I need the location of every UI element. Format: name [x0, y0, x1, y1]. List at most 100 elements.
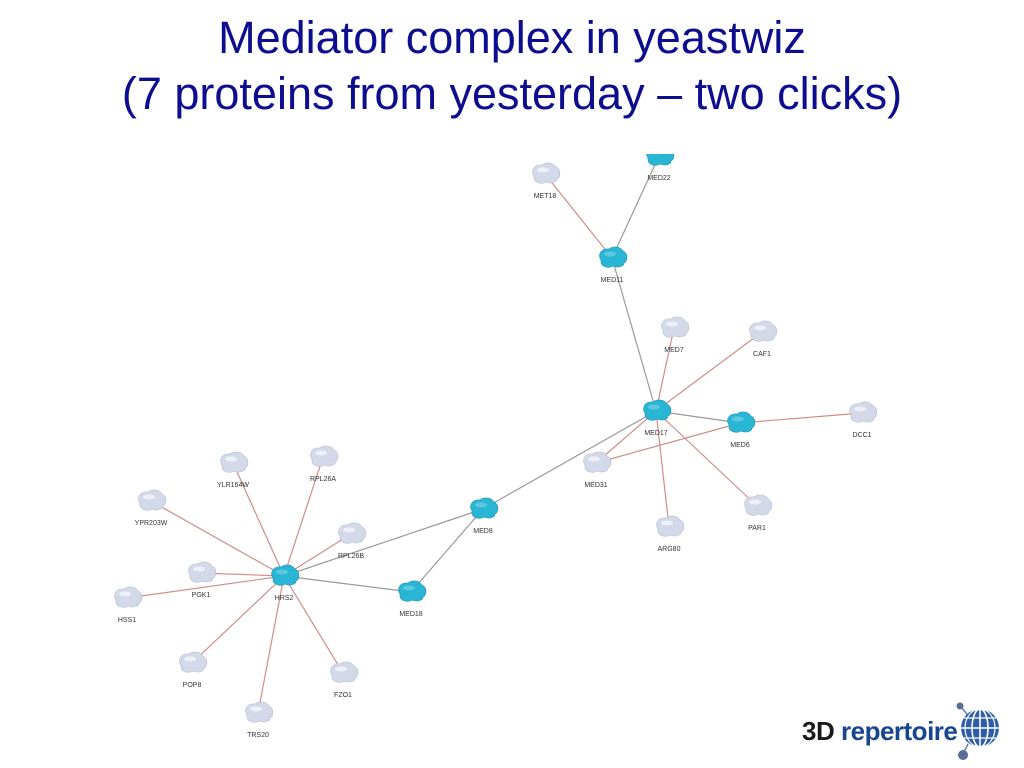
- protein-node-med31[interactable]: MED31: [583, 451, 612, 489]
- protein-node-rpl26b[interactable]: RPL26B: [338, 522, 367, 560]
- protein-node-trs20[interactable]: TRS20: [245, 701, 274, 739]
- protein-node-med7[interactable]: MED7: [661, 316, 690, 354]
- protein-node-med8[interactable]: MED8: [470, 497, 499, 535]
- logo-repertoire-text: repertoire: [840, 716, 958, 746]
- edge-med7-med17: [655, 327, 675, 412]
- protein-highlight: [343, 527, 355, 533]
- protein-highlight: [403, 585, 415, 591]
- edge-med6-dcc1: [739, 412, 863, 424]
- protein-highlight: [653, 154, 661, 155]
- edge-med8-med18: [410, 508, 484, 593]
- protein-label: PGK1: [192, 592, 211, 599]
- protein-highlight: [193, 566, 205, 572]
- protein-shape: [271, 564, 300, 586]
- protein-node-rpl26a[interactable]: RPL26A: [310, 445, 339, 483]
- protein-highlight: [749, 499, 761, 505]
- protein-label: YPR203W: [135, 520, 168, 527]
- protein-label: RPL26B: [338, 553, 364, 560]
- protein-shape: [849, 401, 878, 423]
- edge-met18-med11: [544, 173, 613, 259]
- protein-highlight: [732, 416, 744, 422]
- protein-shape: [338, 522, 367, 544]
- protein-node-arg80[interactable]: ARG80: [656, 515, 685, 553]
- protein-node-par1[interactable]: PAR1: [744, 494, 773, 532]
- protein-shape: [310, 445, 339, 467]
- protein-label: POP8: [183, 682, 202, 689]
- protein-shape: [330, 661, 359, 683]
- edge-med17-par1: [655, 410, 758, 507]
- protein-shape: [583, 451, 612, 473]
- protein-label: MED7: [664, 347, 684, 354]
- protein-node-met18[interactable]: MET18: [532, 162, 561, 200]
- protein-shape: [599, 246, 628, 268]
- protein-highlight: [666, 321, 678, 327]
- protein-node-ylr164w[interactable]: YLR164W: [217, 451, 249, 489]
- edge-hrs2-fzo1: [283, 575, 344, 674]
- edge-med8-hrs2: [283, 508, 484, 577]
- protein-shape: [398, 580, 427, 602]
- edge-med6-med31: [595, 422, 741, 464]
- protein-highlight: [754, 325, 766, 331]
- protein-highlight: [475, 502, 487, 508]
- edge-hrs2-med18: [283, 575, 412, 593]
- edge-hrs2-ypr203w: [150, 500, 285, 577]
- protein-highlight: [648, 404, 660, 410]
- protein-highlight: [661, 520, 673, 526]
- protein-shape: [532, 162, 561, 184]
- title-line-2: (7 proteins from yesterday – two clicks): [121, 68, 903, 119]
- protein-node-med11[interactable]: MED11: [599, 246, 628, 284]
- protein-label: MET18: [534, 193, 557, 200]
- protein-shape: [188, 561, 217, 583]
- protein-node-pop8[interactable]: POP8: [179, 651, 208, 689]
- edge-hrs2-ylr164w: [232, 462, 285, 577]
- logo-3d-text: 3D: [802, 716, 835, 746]
- protein-label: MED18: [399, 611, 422, 618]
- protein-node-med6[interactable]: MED6: [727, 411, 756, 449]
- protein-label: CAF1: [753, 351, 771, 358]
- protein-highlight: [315, 450, 327, 456]
- protein-shape: [661, 316, 690, 338]
- protein-node-fzo1[interactable]: FZO1: [330, 661, 359, 699]
- protein-shape: [220, 451, 249, 473]
- protein-shape: [138, 489, 167, 511]
- protein-label: MED8: [473, 528, 493, 535]
- logo-text: 3D repertoire: [802, 716, 958, 747]
- protein-node-ypr203w[interactable]: YPR203W: [135, 489, 168, 527]
- edge-hrs2-trs20: [257, 575, 285, 714]
- edge-med17-arg80: [655, 410, 670, 528]
- protein-node-hss1[interactable]: HSS1: [114, 586, 143, 624]
- protein-highlight: [537, 167, 549, 173]
- protein-node-med18[interactable]: MED18: [398, 580, 427, 618]
- protein-shape: [643, 399, 672, 421]
- protein-highlight: [604, 251, 616, 257]
- protein-highlight: [276, 569, 288, 575]
- protein-node-med22[interactable]: MED22: [646, 145, 675, 182]
- 3d-repertoire-logo: 3D repertoire: [802, 696, 1002, 762]
- protein-highlight: [588, 456, 600, 462]
- edge-hrs2-rpl26a: [283, 456, 324, 577]
- protein-label: DCC1: [852, 432, 871, 439]
- slide-title: Mediator complex in yeastwiz (7 proteins…: [0, 10, 1024, 122]
- protein-node-hrs2[interactable]: HRS2: [271, 564, 300, 602]
- protein-node-caf1[interactable]: CAF1: [749, 320, 778, 358]
- protein-highlight: [225, 456, 237, 462]
- protein-label: RPL26A: [310, 476, 336, 483]
- protein-node-pgk1[interactable]: PGK1: [188, 561, 217, 599]
- protein-highlight: [184, 656, 196, 662]
- protein-node-med17[interactable]: MED17: [643, 399, 672, 437]
- protein-label: MED6: [730, 442, 750, 449]
- protein-label: HSS1: [118, 617, 136, 624]
- protein-highlight: [335, 666, 347, 672]
- protein-label: MED31: [584, 482, 607, 489]
- globe-icon: [956, 702, 999, 760]
- protein-shape: [470, 497, 499, 519]
- protein-label: MED22: [647, 175, 670, 182]
- protein-shape: [749, 320, 778, 342]
- protein-highlight: [854, 406, 866, 412]
- protein-node-dcc1[interactable]: DCC1: [849, 401, 878, 439]
- protein-label: FZO1: [334, 692, 352, 699]
- protein-label: ARG80: [658, 546, 681, 553]
- protein-shape: [114, 586, 143, 608]
